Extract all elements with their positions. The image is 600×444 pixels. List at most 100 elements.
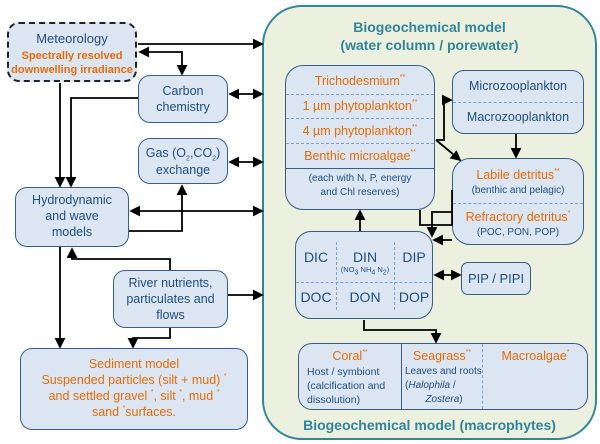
river-nutrients-box[interactable]: River nutrients, particulates and flows bbox=[113, 270, 228, 328]
star: * bbox=[122, 405, 126, 412]
bgc-title-line1: Biogeochemical model bbox=[353, 19, 506, 35]
gas-sub2: 2 bbox=[212, 155, 217, 163]
dip-label: DIP bbox=[402, 249, 426, 265]
refractory-detritus: Refractory detritus* bbox=[453, 210, 583, 225]
arrow-river-hydro bbox=[66, 247, 171, 270]
divider bbox=[286, 94, 434, 95]
divider bbox=[453, 203, 583, 204]
sediment-text-3: sand bbox=[91, 405, 120, 419]
din-sub: 3 bbox=[354, 269, 359, 277]
phyto-label: Benthic microalgae bbox=[304, 149, 411, 163]
seagrass-desc-3: Zostera) bbox=[405, 393, 483, 407]
coral-title: Coral** bbox=[299, 349, 401, 364]
divider bbox=[286, 168, 434, 169]
pip-box[interactable]: PIP / PIPI bbox=[461, 262, 531, 295]
phyto-item-benthic: Benthic microalgae** bbox=[286, 149, 434, 164]
meteorology-subtitle-2: downwelling irradiance bbox=[11, 64, 133, 76]
sediment-model-box[interactable]: Sediment model Suspended particles (silt… bbox=[20, 348, 248, 430]
din-sub: 2 bbox=[382, 269, 387, 277]
gas-line2: exchange bbox=[155, 163, 211, 177]
labile-label: Labile detritus bbox=[476, 168, 555, 182]
coral-desc-2: (calcification and bbox=[307, 380, 386, 392]
bgc-bottom-title: Biogeochemical model (macrophytes) bbox=[303, 417, 556, 433]
dic-label: DIC bbox=[303, 249, 329, 265]
seagrass-mark: ** bbox=[465, 349, 472, 356]
macroalgae-mark: * bbox=[566, 349, 570, 356]
river-line2: particulates and bbox=[126, 292, 215, 306]
phyto-item-trichodesmium: Trichodesmium** bbox=[286, 74, 434, 89]
labile-note: (benthic and pelagic) bbox=[471, 185, 565, 196]
hydrodynamic-box[interactable]: Hydrodynamic and wave models bbox=[15, 187, 129, 247]
macrophytes-box[interactable]: Coral** Host / symbiont (calcification a… bbox=[298, 343, 588, 410]
refractory-note: (POC, PON, POP) bbox=[476, 227, 560, 238]
phyto-item-4um: 4 µm phytoplankton** bbox=[286, 124, 434, 139]
don-label: DON bbox=[349, 289, 381, 305]
divider bbox=[482, 344, 483, 409]
phytoplankton-box[interactable]: Trichodesmium** 1 µm phytoplankton** 4 µ… bbox=[285, 65, 435, 210]
sediment-text-3b: surfaces. bbox=[125, 405, 177, 419]
sediment-text-2c: , mud bbox=[181, 389, 214, 403]
star: * bbox=[223, 373, 227, 380]
seagrass-description: Leaves and roots (Halophila / Zostera) bbox=[405, 365, 483, 407]
carbon-chemistry-box[interactable]: Carbon chemistry bbox=[138, 75, 228, 123]
sediment-line2: and settled gravel *, silt *, mud * bbox=[21, 389, 247, 404]
river-line1: River nutrients, bbox=[128, 276, 213, 290]
coral-description: Host / symbiont (calcification and disso… bbox=[307, 365, 385, 407]
carbon-line1: Carbon bbox=[162, 84, 204, 98]
divider bbox=[286, 118, 434, 119]
phyto-mark: ** bbox=[411, 124, 418, 131]
seagrass-label: Seagrass bbox=[412, 349, 466, 363]
phyto-item-1um: 1 µm phytoplankton** bbox=[286, 99, 434, 114]
halophila: Halophila bbox=[408, 380, 451, 391]
river-line3: flows bbox=[156, 308, 185, 322]
divider bbox=[286, 143, 434, 144]
bgc-title-line2: (water column / porewater) bbox=[340, 37, 519, 53]
dop-label: DOP bbox=[398, 289, 430, 305]
phyto-label: Trichodesmium bbox=[314, 74, 400, 88]
hydro-line3: models bbox=[51, 225, 93, 239]
labile-mark: ** bbox=[554, 168, 560, 175]
phyto-label: 1 µm phytoplankton bbox=[302, 99, 412, 113]
macroalgae-label: Macroalgae bbox=[501, 349, 567, 363]
sediment-text-2b: , silt bbox=[153, 389, 176, 403]
phyto-note-1: (each with N, P, energy bbox=[308, 173, 412, 184]
divider bbox=[296, 282, 432, 283]
paren: ( bbox=[405, 380, 409, 391]
sediment-title: Sediment model bbox=[88, 357, 180, 371]
refractory-mark: * bbox=[567, 210, 571, 217]
meteorology-box[interactable]: Meteorology Spectrally resolved downwell… bbox=[7, 22, 137, 82]
din-note-d: ) bbox=[386, 265, 390, 274]
arrow-meteorology-carbon bbox=[138, 46, 188, 76]
doc-label: DOC bbox=[300, 289, 332, 305]
paren: ) bbox=[459, 394, 463, 405]
microzooplankton: Microzooplankton bbox=[469, 79, 567, 93]
din-label: DIN bbox=[352, 249, 378, 265]
coral-mark: ** bbox=[362, 349, 368, 356]
zooplankton-box[interactable]: Microzooplankton Macrozooplankton bbox=[452, 70, 584, 134]
divider bbox=[336, 242, 337, 310]
coral-desc-3: dissolution) bbox=[307, 394, 361, 406]
din-note-b: NH bbox=[358, 265, 372, 274]
arrow-hydro-gas bbox=[129, 184, 188, 232]
labile-detritus: Labile detritus** bbox=[453, 168, 583, 183]
gas-text-b: ,CO bbox=[189, 146, 213, 160]
sediment-text-2: and settled gravel bbox=[48, 389, 148, 403]
sediment-line1: Suspended particles (silt + mud) * bbox=[21, 373, 247, 388]
carbon-line2: chemistry bbox=[156, 100, 210, 114]
coral-label: Coral bbox=[332, 349, 363, 363]
refractory-label: Refractory detritus bbox=[465, 210, 568, 224]
gas-line1: Gas (O2,CO2) bbox=[139, 146, 227, 163]
din-sub: 4 bbox=[371, 269, 376, 277]
seagrass-desc-2: (Halophila / bbox=[405, 379, 483, 393]
detritus-box[interactable]: Labile detritus** (benthic and pelagic) … bbox=[452, 158, 584, 245]
hydro-line2: and wave bbox=[45, 209, 99, 223]
phyto-mark: ** bbox=[410, 149, 416, 156]
nutrients-box[interactable]: DIC DIN (NO3 NH4 N2) DIP DOC DON DOP bbox=[295, 231, 433, 319]
sediment-text-1: Suspended particles (silt + mud) bbox=[41, 373, 221, 387]
slash: / bbox=[450, 380, 456, 391]
gas-exchange-box[interactable]: Gas (O2,CO2) exchange bbox=[138, 138, 228, 184]
macrozooplankton: Macrozooplankton bbox=[466, 110, 570, 124]
meteorology-subtitle-1: Spectrally resolved bbox=[21, 50, 123, 62]
meteorology-title: Meteorology bbox=[36, 31, 108, 46]
star: * bbox=[179, 389, 182, 396]
